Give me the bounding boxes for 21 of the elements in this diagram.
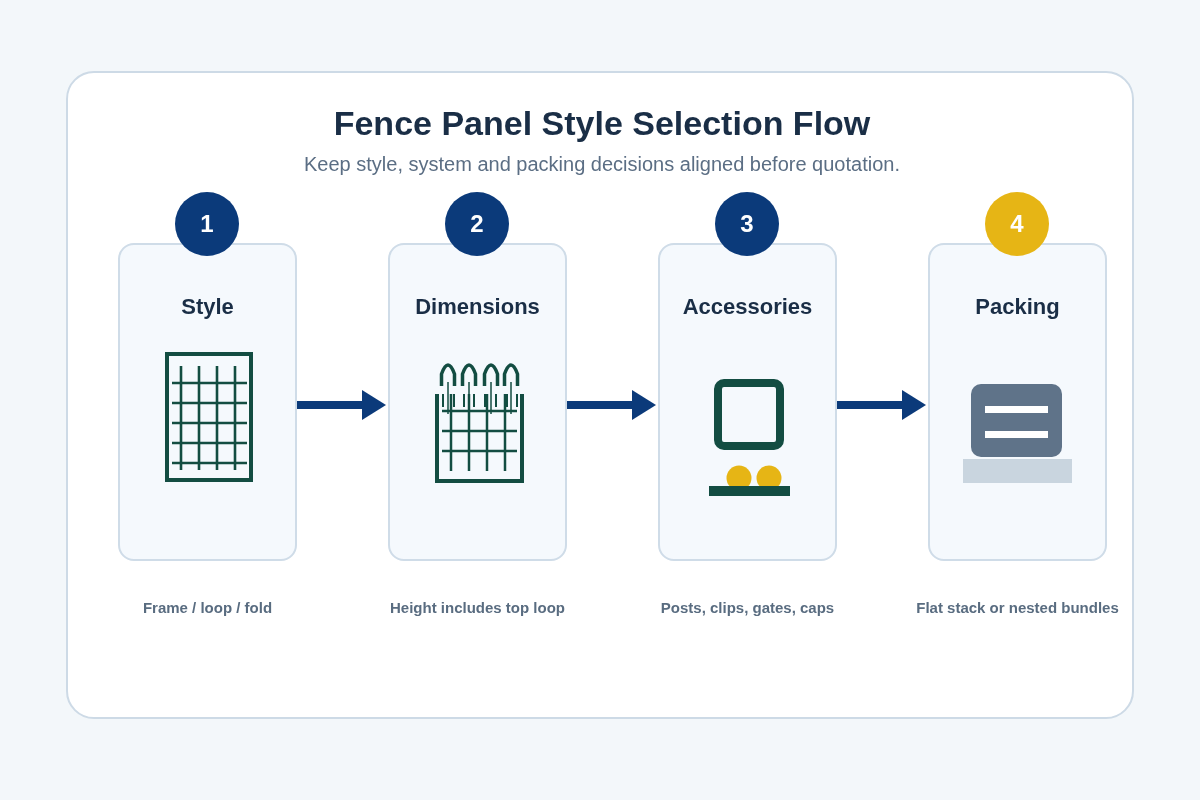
arrow (295, 390, 386, 420)
step-title: Dimensions (415, 294, 540, 320)
step-card (118, 243, 297, 561)
step-caption: Posts, clips, gates, caps (660, 599, 835, 617)
step-number: 3 (715, 192, 779, 256)
step-title: Packing (975, 294, 1060, 320)
step-card (928, 243, 1107, 561)
arrow (565, 390, 656, 420)
step-number: 2 (445, 192, 509, 256)
step-title: Accessories (682, 294, 813, 320)
diagram-title: Fence Panel Style Selection Flow (333, 103, 871, 143)
step-caption: Height includes top loop (390, 599, 565, 617)
step-card (658, 243, 837, 561)
step-number: 4 (985, 192, 1049, 256)
subtitle: Keep style, system and packing decisions aligned before quotation. (304, 152, 900, 176)
step-card (388, 243, 567, 561)
step-caption: Flat stack or nested bundles (916, 599, 1119, 617)
arrow (835, 390, 926, 420)
step-caption: Frame / loop / fold (142, 599, 273, 617)
step-number: 1 (175, 192, 239, 256)
step-title: Style (181, 294, 234, 320)
